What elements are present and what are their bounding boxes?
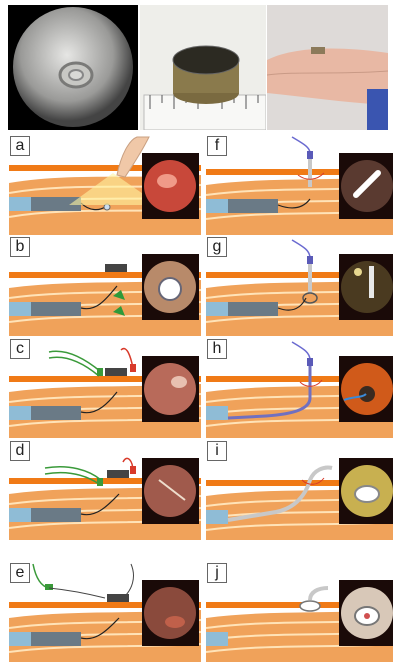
panel-label: d [10,441,30,461]
panel-a-illustration [9,135,201,235]
panel-label: i [207,441,227,461]
panel-label: h [207,339,227,359]
panel-j-illustration [206,562,393,662]
panel-label: g [207,237,227,257]
panel-a: a [9,135,201,235]
panel-i-illustration [206,440,393,540]
panel-g: g [206,236,393,336]
photo-magnet-endoscopic-view [8,5,138,130]
panel-label: f [207,136,227,156]
panel-h: h [206,338,393,438]
photo-magnet-on-palm [267,5,388,130]
panel-label: c [10,339,30,359]
panel-c-illustration [9,338,201,438]
panel-label: j [207,563,227,583]
panel-i: i [206,440,393,540]
panel-j: j [206,562,393,662]
panel-b-illustration [9,236,201,336]
panel-g-illustration [206,236,393,336]
photo-magnet-on-ruler [140,5,266,130]
panel-label: b [10,237,30,257]
panel-label: e [10,563,30,583]
panel-d-illustration [9,440,201,540]
panel-h-illustration [206,338,393,438]
panel-f-illustration [206,135,393,235]
panel-f: f [206,135,393,235]
panel-e: e [9,562,201,662]
panel-c: c [9,338,201,438]
panel-d: d [9,440,201,540]
panel-e-illustration [9,562,201,662]
panel-label: a [10,136,30,156]
panel-b: b [9,236,201,336]
